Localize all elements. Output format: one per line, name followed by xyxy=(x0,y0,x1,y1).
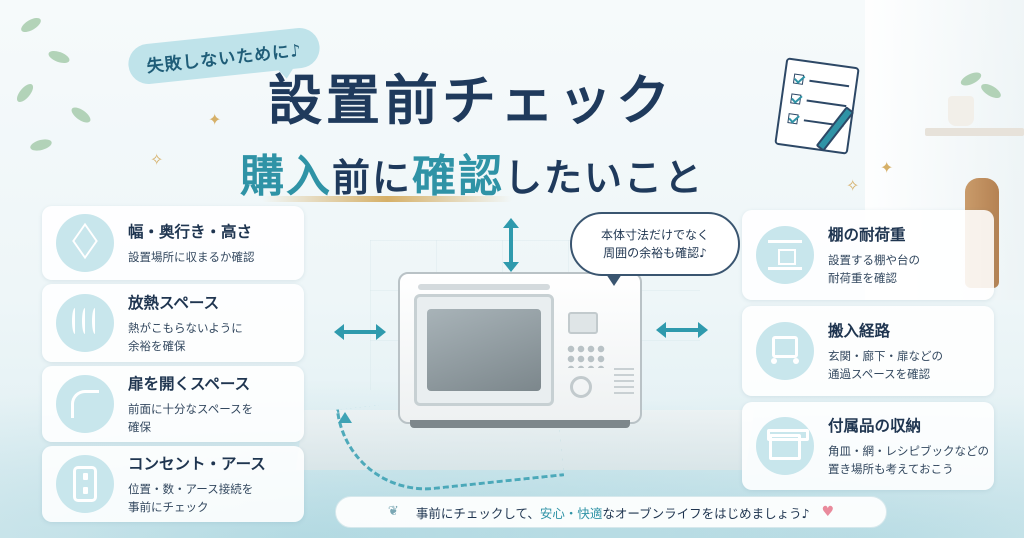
card-desc: 通過スペースを確認 xyxy=(828,367,931,381)
oven-dial xyxy=(570,376,592,398)
heart-icon: ♥ xyxy=(821,504,835,520)
card-desc: 角皿・網・レシピブックなどの xyxy=(828,444,989,458)
banner-text-1: 事前にチェックして、 xyxy=(415,505,540,521)
speech-line-2: 周囲の余裕も確認♪ xyxy=(603,246,707,260)
right-clearance-arrow-icon xyxy=(656,322,708,338)
card-delivery-route: 搬入経路 玄関・廊下・扉などの 通過スペースを確認 xyxy=(742,306,994,396)
oven-vents xyxy=(614,368,634,398)
outlet-icon xyxy=(56,455,114,513)
card-title: 搬入経路 xyxy=(828,322,891,340)
plant-pot-icon xyxy=(948,96,974,126)
leaf-icon xyxy=(46,48,72,66)
card-accessory-storage: 付属品の収納 角皿・網・レシピブックなどの 置き場所も考えておこう xyxy=(742,402,994,490)
card-dimensions: 幅・奥行き・高さ 設置場所に収まるか確認 xyxy=(42,206,304,280)
card-title: 扉を開くスペース xyxy=(128,375,251,393)
card-desc: 前面に十分なスペースを xyxy=(128,402,254,416)
title-underline xyxy=(262,196,512,202)
leaf-icon xyxy=(18,15,44,35)
banner-text: 事前にチェックして、安心・快適なオーブンライフをはじめましょう♪ xyxy=(416,503,810,522)
leaf-icon xyxy=(69,104,93,126)
card-desc: 位置・数・アース接続を xyxy=(128,482,254,496)
subtitle-accent-1: 購入 xyxy=(240,151,332,202)
card-desc: 確保 xyxy=(128,420,151,434)
speech-bubble: 本体寸法だけでなく 周囲の余裕も確認♪ xyxy=(570,212,740,286)
hand-cart-icon xyxy=(756,322,814,380)
oven-buttons xyxy=(566,344,606,368)
sparkle-icon: ✦ xyxy=(880,158,894,177)
card-title: 棚の耐荷重 xyxy=(828,226,906,244)
oven-handle xyxy=(418,284,550,290)
card-desc: 設置する棚や台の xyxy=(828,253,920,267)
door-swing-arrowhead-icon xyxy=(338,412,352,423)
leaf-icon xyxy=(14,81,36,105)
card-desc: 設置場所に収まるか確認 xyxy=(128,250,255,264)
oven-display xyxy=(568,312,598,334)
card-desc: 余裕を確保 xyxy=(128,339,186,353)
page-title: 設置前チェック xyxy=(268,69,674,132)
storage-box-icon xyxy=(756,417,814,475)
shelf-icon xyxy=(756,226,814,284)
sparkle-icon: ✧ xyxy=(150,150,164,169)
card-desc: 事前にチェック xyxy=(128,500,209,514)
cube-dimensions-icon xyxy=(56,214,114,272)
card-desc: 玄関・廊下・扉などの xyxy=(828,349,943,363)
oven-base xyxy=(410,420,630,428)
leaf-icon xyxy=(29,137,53,153)
background-shelf xyxy=(925,128,1024,136)
page-subtitle: 購入前に確認したいこと xyxy=(240,140,800,202)
card-desc: 耐荷重を確認 xyxy=(828,271,897,285)
card-title: 放熱スペース xyxy=(128,294,220,312)
oven-window xyxy=(414,294,554,406)
card-title: 付属品の収納 xyxy=(828,417,922,435)
card-door-space: 扉を開くスペース 前面に十分なスペースを 確保 xyxy=(42,366,304,442)
oven-illustration xyxy=(398,272,642,424)
heat-waves-icon xyxy=(56,294,114,352)
door-swing-icon xyxy=(56,375,114,433)
card-desc: 置き場所も考えておこう xyxy=(828,462,954,476)
sparkle-icon: ✧ xyxy=(846,176,860,195)
sparkle-icon: ✦ xyxy=(208,110,222,129)
subtitle-text-1: 前に xyxy=(332,156,413,200)
subtitle-accent-2: 確認 xyxy=(412,151,505,202)
bottom-banner: ❦ 事前にチェックして、安心・快適なオーブンライフをはじめましょう♪ ♥ xyxy=(335,496,887,528)
speech-line-1: 本体寸法だけでなく xyxy=(600,228,709,242)
left-clearance-arrow-icon xyxy=(334,324,386,340)
top-clearance-arrow-icon xyxy=(503,218,519,272)
banner-text-2: なオーブンライフをはじめましょう♪ xyxy=(602,505,810,521)
card-desc: 熱がこもらないように xyxy=(128,321,243,335)
leaf-icon: ❦ xyxy=(387,504,399,519)
card-title: 幅・奥行き・高さ xyxy=(128,223,253,241)
card-shelf-load: 棚の耐荷重 設置する棚や台の 耐荷重を確認 xyxy=(742,210,994,300)
card-title: コンセント・アース xyxy=(128,455,266,473)
card-heat-space: 放熱スペース 熱がこもらないように 余裕を確保 xyxy=(42,284,304,362)
banner-highlight: 安心・快適 xyxy=(539,505,603,521)
subtitle-text-2: したいこと xyxy=(504,156,705,200)
card-outlet: コンセント・アース 位置・数・アース接続を 事前にチェック xyxy=(42,446,304,522)
